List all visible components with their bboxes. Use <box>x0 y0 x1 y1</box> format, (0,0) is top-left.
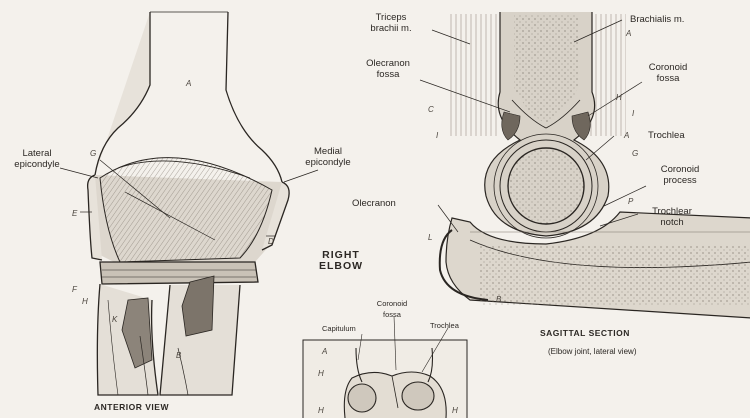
annular-ligament <box>100 262 258 284</box>
sagittal-letter-a2: A <box>624 130 629 141</box>
coronoid-process-line1: Coronoid <box>661 164 700 175</box>
olecranon-fossa-line2: fossa <box>377 69 400 80</box>
triceps-label: Triceps brachii m. <box>352 12 430 34</box>
inset-trochlea-label: Trochlea <box>430 320 459 331</box>
coronoid-process-label: Coronoid process <box>648 164 712 186</box>
anterior-letter-f: F <box>72 284 77 295</box>
triceps-muscle <box>448 14 500 136</box>
sagittal-letter-l: L <box>428 232 432 243</box>
joint-capsule <box>100 158 272 262</box>
anterior-letter-b: B <box>176 350 181 361</box>
olecranon-label: Olecranon <box>352 198 396 209</box>
coronoid-fossa-line2: fossa <box>657 73 680 84</box>
sagittal-section-caption: SAGITTAL SECTION <box>540 328 630 339</box>
lateral-epicondyle-line1: Lateral <box>22 148 51 159</box>
coronoid-process-line2: process <box>663 175 696 186</box>
sagittal-section-subcaption: (Elbow joint, lateral view) <box>548 346 636 357</box>
inset-letter-h-right: H <box>452 405 458 416</box>
anterior-letter-a: A <box>186 78 191 89</box>
anterior-letter-e: E <box>72 208 77 219</box>
right-elbow-title: RIGHT ELBOW <box>306 250 376 272</box>
sagittal-letter-b: B <box>496 294 501 305</box>
anterior-letter-h: H <box>82 296 88 307</box>
sagittal-letter-c: C <box>428 104 434 115</box>
trochlear-notch-line1: Trochlear <box>652 206 692 217</box>
anterior-letter-k: K <box>112 314 117 325</box>
anterior-letter-g: G <box>90 148 96 159</box>
right-elbow-line2: ELBOW <box>319 260 363 272</box>
coronoid-fossa-line1: Coronoid <box>649 62 688 73</box>
sagittal-letter-g: G <box>632 148 638 159</box>
inset-letter-a: A <box>322 346 327 357</box>
olecranon-fossa-label: Olecranon fossa <box>352 58 424 80</box>
anterior-view-caption: ANTERIOR VIEW <box>94 402 169 413</box>
triceps-line1: Triceps <box>376 12 407 23</box>
inset-coronoid-fossa-line1: Coronoid <box>377 299 407 308</box>
trochlea-label: Trochlea <box>648 130 685 141</box>
humerus-shaft <box>95 12 150 175</box>
trochlea-section <box>508 148 584 224</box>
medial-epicondyle-label: Medial epicondyle <box>292 146 364 168</box>
inset-coronoid-fossa-line2: fossa <box>383 310 401 319</box>
inset-coronoid-fossa-label: Coronoid fossa <box>362 298 422 320</box>
anterior-letter-d: D <box>268 236 274 247</box>
medial-epicondyle-line1: Medial <box>314 146 342 157</box>
inset-letter-h: H <box>318 368 324 379</box>
inset-letter-h-left: H <box>318 405 324 416</box>
sagittal-letter-h1: H <box>616 92 622 103</box>
sagittal-letter-i-right: I <box>632 108 634 119</box>
sagittal-letter-i-left: I <box>436 130 438 141</box>
olecranon-fossa-line1: Olecranon <box>366 58 410 69</box>
sagittal-letter-p: P <box>628 196 633 207</box>
triceps-line2: brachii m. <box>370 23 411 34</box>
brachialis-label: Brachialis m. <box>630 14 684 25</box>
lateral-epicondyle-line2: epicondyle <box>14 159 59 170</box>
coronoid-fossa-label: Coronoid fossa <box>636 62 700 84</box>
trochlear-notch-label: Trochlear notch <box>640 206 704 228</box>
anterior-view-drawing <box>60 12 318 395</box>
medial-epicondyle-line2: epicondyle <box>305 157 350 168</box>
sagittal-letter-a1: A <box>626 28 631 39</box>
inset-capitulum-label: Capitulum <box>322 323 356 334</box>
trochlear-notch-line2: notch <box>660 217 683 228</box>
lateral-epicondyle-label: Lateral epicondyle <box>6 148 68 170</box>
